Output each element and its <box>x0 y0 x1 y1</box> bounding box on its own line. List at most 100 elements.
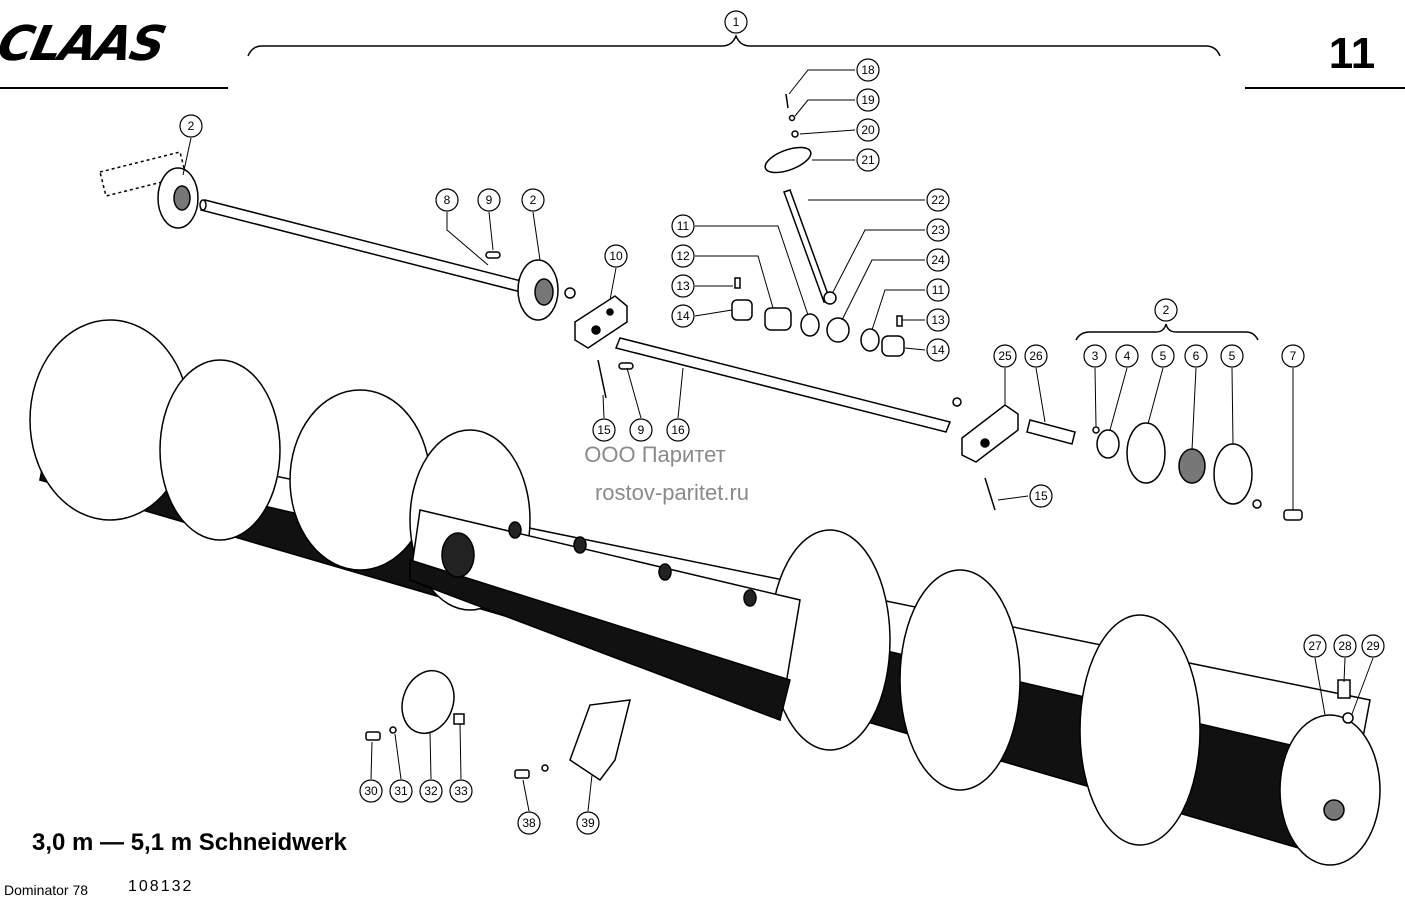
flange-5-right <box>1213 443 1253 505</box>
leader-11b <box>871 289 925 331</box>
auger-flight-3 <box>289 389 431 571</box>
bolt-28 <box>1337 679 1351 699</box>
bushing-24 <box>826 317 850 343</box>
callout-20: 20 <box>856 118 880 142</box>
callout-15: 15 <box>1029 484 1053 508</box>
leader-12 <box>695 255 774 309</box>
shaft-8-end <box>199 199 207 211</box>
auger-flight-7 <box>1079 614 1201 846</box>
washer-20 <box>791 130 799 138</box>
leader-5b <box>1231 367 1234 445</box>
svg-text:8: 8 <box>444 193 451 207</box>
leader-26 <box>1035 367 1046 423</box>
leader-18 <box>788 69 855 95</box>
callout-2: 2 <box>179 114 203 138</box>
end-cap-hub <box>1323 799 1345 821</box>
auger-drum-shadow <box>409 558 791 721</box>
cover-plate-32 <box>401 669 455 735</box>
screw-38 <box>514 769 530 779</box>
callout-13: 13 <box>926 308 950 332</box>
svg-text:32: 32 <box>424 784 438 798</box>
leader-15a <box>602 394 605 419</box>
svg-text:25: 25 <box>998 349 1012 363</box>
leader-5a <box>1147 367 1164 425</box>
key-9-upper <box>485 251 501 259</box>
svg-text:13: 13 <box>931 313 945 327</box>
svg-text:10: 10 <box>609 249 623 263</box>
model-name: Dominator 78 <box>4 882 88 898</box>
callout-9: 9 <box>629 418 653 442</box>
leader-33 <box>459 723 462 780</box>
callout-18: 18 <box>856 58 880 82</box>
callout-3: 3 <box>1083 344 1107 368</box>
lower-parts <box>365 669 631 782</box>
auger-flight-2 <box>159 359 281 541</box>
screw-30 <box>365 731 381 741</box>
callout-33: 33 <box>449 779 473 803</box>
flange-2-left-hub <box>173 185 191 211</box>
callout-5: 5 <box>1220 344 1244 368</box>
footer: 3,0 m — 5,1 m Schneidwerk Dominator 78 1… <box>4 829 347 898</box>
leader-9b <box>626 367 642 419</box>
callout-11: 11 <box>671 214 695 238</box>
svg-text:39: 39 <box>581 816 595 830</box>
callout-22: 22 <box>926 188 950 212</box>
svg-text:3: 3 <box>1092 349 1099 363</box>
callout-13: 13 <box>671 274 695 298</box>
leader-24 <box>841 259 925 321</box>
callout-23: 23 <box>926 218 950 242</box>
callout-38: 38 <box>517 811 541 835</box>
drum-hole-4 <box>743 589 757 607</box>
ring-11-left <box>800 313 820 337</box>
page-number: 11 <box>1329 29 1376 78</box>
bearing-block-10-bore <box>591 325 601 335</box>
nut-23 <box>823 291 837 305</box>
callout-14: 14 <box>926 338 950 362</box>
callout-31: 31 <box>389 779 413 803</box>
bearing-block-10-hole <box>606 308 614 316</box>
nut-left <box>564 287 576 299</box>
svg-text:5: 5 <box>1229 349 1236 363</box>
callout-14: 14 <box>671 304 695 328</box>
callout-10: 10 <box>604 244 628 268</box>
leader-3 <box>1094 367 1097 427</box>
diagram-title: 3,0 m — 5,1 m Schneidwerk <box>32 829 347 856</box>
callout-5: 5 <box>1151 344 1175 368</box>
svg-text:9: 9 <box>638 423 645 437</box>
leader-14a <box>694 309 733 317</box>
callout-bubbles: 1 2 8 9 2 10 15 9 16 11 12 13 14 18 19 2… <box>179 10 1385 835</box>
drum-hole-2 <box>573 536 587 554</box>
callout-28: 28 <box>1333 634 1357 658</box>
leader-6 <box>1191 367 1197 451</box>
bearing-block-25 <box>961 404 1019 463</box>
bearing-4 <box>1096 429 1120 459</box>
leader-23 <box>832 229 925 293</box>
leader-30 <box>370 741 373 780</box>
svg-text:7: 7 <box>1290 349 1297 363</box>
leader-11a <box>695 225 809 316</box>
svg-text:1: 1 <box>733 15 740 29</box>
svg-text:29: 29 <box>1366 639 1380 653</box>
leader-38 <box>522 779 530 812</box>
leader-19 <box>794 99 855 117</box>
bearing-6 <box>1178 448 1206 484</box>
svg-text:27: 27 <box>1308 639 1322 653</box>
callout-7: 7 <box>1281 344 1305 368</box>
auger-flight-6 <box>899 569 1021 791</box>
callout-21: 21 <box>856 148 880 172</box>
bolt-15-right <box>984 477 996 511</box>
sleeve-26 <box>1026 419 1076 445</box>
callout-15: 15 <box>592 418 616 442</box>
svg-text:2: 2 <box>188 119 195 133</box>
callout-12: 12 <box>671 244 695 268</box>
screw-18 <box>785 93 789 109</box>
leader-9a <box>488 211 494 251</box>
callout-25: 25 <box>993 344 1017 368</box>
washer-38 <box>541 764 549 772</box>
washer-31 <box>389 726 397 734</box>
svg-text:16: 16 <box>671 423 685 437</box>
svg-text:12: 12 <box>676 249 690 263</box>
leader-32 <box>429 731 432 780</box>
svg-text:33: 33 <box>454 784 468 798</box>
